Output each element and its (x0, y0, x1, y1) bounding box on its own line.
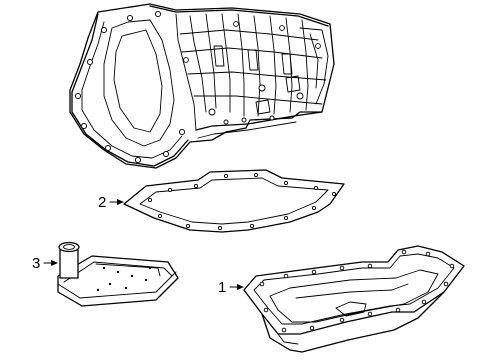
callout-1: 1 (218, 279, 244, 296)
transmission-filter (57, 241, 179, 307)
callout-3: 3 (32, 255, 58, 272)
callout-label-1: 1 (218, 279, 226, 296)
callout-label-3: 3 (32, 255, 40, 272)
transmission-assembly (69, 3, 335, 169)
pan-gasket (123, 169, 345, 233)
callout-label-2: 2 (98, 194, 106, 211)
callout-2: 2 (98, 194, 124, 211)
transmission-oil-pan (243, 245, 465, 353)
